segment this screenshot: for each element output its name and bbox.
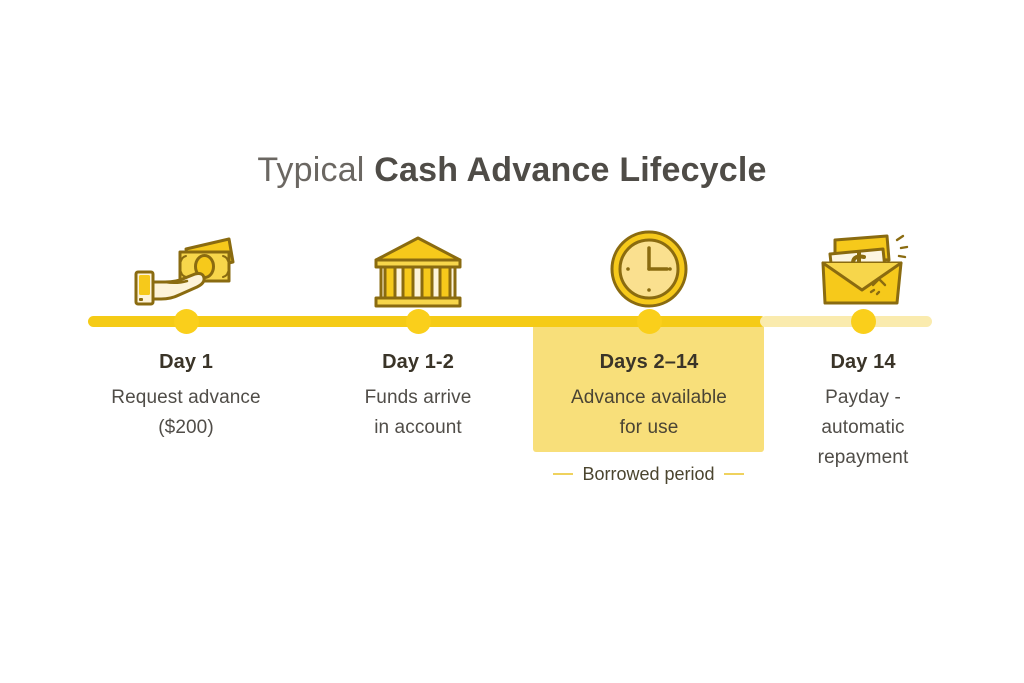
borrowed-period-highlight-block [533, 321, 764, 452]
title-bold-part: Cash Advance Lifecycle [374, 151, 767, 189]
step-4-description: Payday - automatic repayment [817, 387, 909, 468]
caption-dash-left-icon [553, 473, 574, 475]
clock-icon [549, 222, 749, 310]
timeline-step-1: Day 1 Request advance ($200) [86, 222, 286, 443]
step-2-description: Funds arrive in account [364, 387, 472, 438]
title-light-part: Typical [257, 151, 365, 189]
step-1-description: Request advance ($200) [111, 387, 261, 438]
envelope-with-dollar-icon [763, 222, 963, 310]
borrowed-period-caption: Borrowed period [533, 462, 764, 486]
timeline-step-4: Day 14 Payday - automatic repayment [763, 222, 963, 473]
step-3-description: Advance available for use [571, 387, 727, 438]
timeline-step-2: Day 1-2 Funds arrive in account [318, 222, 518, 443]
timeline-dot-2 [406, 309, 431, 334]
step-4-day-label: Day 14 [830, 351, 896, 373]
borrowed-period-label: Borrowed period [582, 464, 715, 484]
timeline-dot-3 [637, 309, 662, 334]
step-1-day-label: Day 1 [159, 351, 213, 373]
timeline-dot-4 [851, 309, 876, 334]
step-3-day-label: Days 2–14 [599, 351, 699, 373]
timeline-dot-1 [174, 309, 199, 334]
page-title: Typical Cash Advance Lifecycle [0, 148, 1024, 192]
timeline-step-3: Days 2–14 Advance available for use [549, 222, 749, 443]
timeline-bar-faded [760, 316, 932, 327]
caption-dash-right-icon [723, 473, 744, 475]
bank-building-icon [318, 222, 518, 310]
step-2-day-label: Day 1-2 [382, 351, 454, 373]
hand-holding-cash-icon [86, 222, 286, 310]
